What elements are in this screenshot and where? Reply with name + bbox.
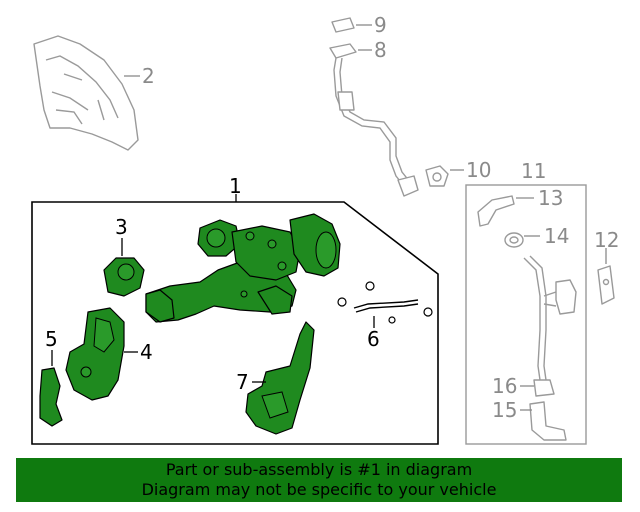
callout-2: 2 (142, 64, 155, 88)
clamp-part-14[interactable] (504, 232, 524, 248)
callout-6: 6 (367, 327, 380, 351)
bracket-part-16[interactable] (533, 379, 555, 397)
callout-10: 10 (466, 158, 491, 182)
callout-5: 5 (45, 327, 58, 351)
callout-3: 3 (115, 215, 128, 239)
bracket-part-4[interactable] (65, 307, 125, 401)
heat-shield-part-7[interactable] (245, 321, 315, 435)
hose-part-13[interactable] (477, 195, 515, 227)
assembly-frame-1 (31, 201, 439, 445)
callout-7: 7 (236, 370, 249, 394)
callout-15: 15 (492, 398, 517, 422)
fitting-part-10[interactable] (425, 165, 449, 187)
notice-banner: Part or sub-assembly is #1 in diagram Di… (16, 458, 622, 502)
clip-part-12[interactable] (597, 265, 615, 305)
oil-feed-line-part-8[interactable] (329, 43, 419, 197)
callout-1: 1 (229, 174, 242, 198)
callout-9: 9 (374, 13, 387, 37)
notice-line-2: Diagram may not be specific to your vehi… (141, 480, 497, 499)
return-line-pipe[interactable] (523, 255, 577, 381)
callout-16: 16 (492, 374, 517, 398)
support-part-5[interactable] (39, 367, 63, 427)
heat-shield-part-2[interactable] (33, 35, 139, 151)
callout-14: 14 (544, 224, 569, 248)
callout-8: 8 (374, 38, 387, 62)
turbocharger-assembly[interactable] (145, 213, 341, 323)
callout-4: 4 (140, 340, 153, 364)
callout-11: 11 (521, 159, 546, 183)
callout-12: 12 (594, 228, 619, 252)
kit-box-11 (465, 184, 587, 445)
notice-line-1: Part or sub-assembly is #1 in diagram (165, 460, 473, 479)
actuator-part-3[interactable] (103, 257, 145, 297)
hose-part-15[interactable] (529, 401, 567, 441)
callout-13: 13 (538, 186, 563, 210)
rod-part-6[interactable] (337, 281, 433, 324)
gasket-part-9[interactable] (331, 17, 355, 33)
